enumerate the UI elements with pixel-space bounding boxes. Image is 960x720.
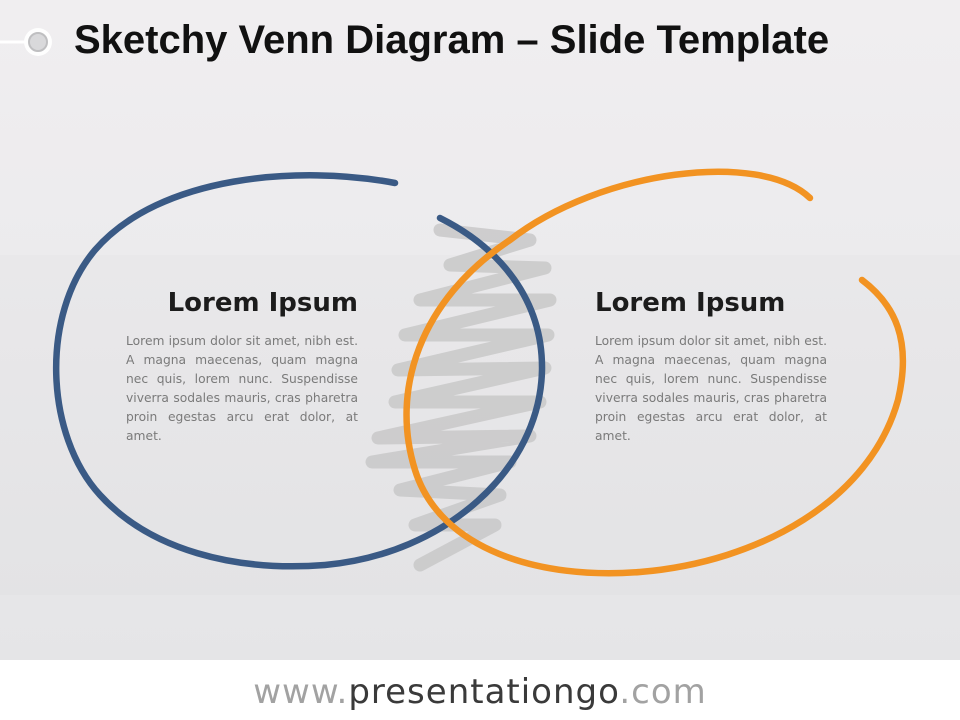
right-heading: Lorem Ipsum — [595, 288, 786, 318]
left-venn-circle — [52, 172, 546, 570]
left-heading: Lorem Ipsum — [167, 288, 358, 318]
pin-connector-icon — [0, 28, 52, 56]
footer: www.presentationgo.com — [0, 660, 960, 720]
footer-url[interactable]: www.presentationgo.com — [253, 672, 707, 712]
venn-diagram — [52, 168, 907, 577]
footer-url-suffix: .com — [619, 672, 707, 712]
right-text-block: Lorem Ipsum Lorem ipsum dolor sit amet, … — [595, 286, 827, 446]
right-body-text: Lorem ipsum dolor sit amet, nibh est. A … — [595, 334, 827, 443]
footer-url-prefix: www. — [253, 672, 349, 712]
page-title: Sketchy Venn Diagram – Slide Template — [74, 18, 830, 62]
slide-background: Sketchy Venn Diagram – Slide Template Lo… — [0, 0, 960, 660]
left-text-block: Lorem Ipsum Lorem ipsum dolor sit amet, … — [126, 286, 358, 446]
footer-url-brand: presentationgo — [348, 672, 620, 712]
overlap-scribble — [365, 223, 557, 572]
left-body-text: Lorem ipsum dolor sit amet, nibh est. A … — [126, 334, 358, 443]
right-venn-circle — [403, 168, 907, 577]
